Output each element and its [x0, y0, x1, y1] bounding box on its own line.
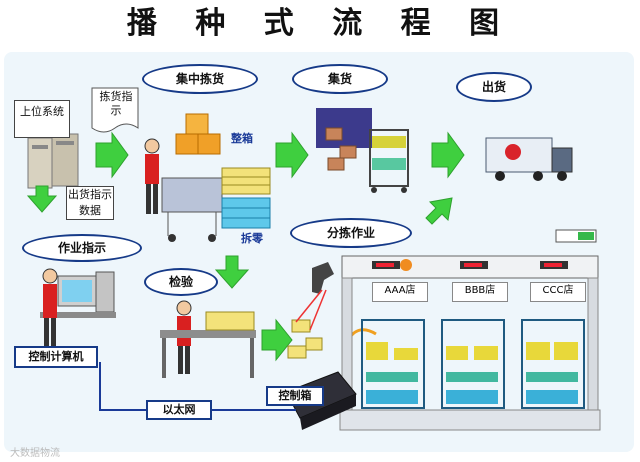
stage-work-instruction: 作业指示	[22, 234, 142, 262]
stage-shipping: 出货	[456, 72, 532, 102]
server-icon	[27, 133, 79, 189]
worker-icon	[144, 138, 160, 214]
roll-cart-icon	[369, 129, 409, 193]
put-wall-icon	[339, 255, 601, 431]
document-icon	[91, 87, 139, 133]
arrow-right-icon	[261, 318, 293, 362]
arrow-down-icon	[26, 185, 58, 213]
full-case-boxes-icon	[175, 113, 221, 155]
label-shipping-instruction-data: 出货指示数据	[66, 186, 114, 220]
barcode-scanner-icon	[295, 262, 334, 331]
picking-cart-icon	[161, 177, 223, 242]
dark-background-block	[316, 108, 372, 148]
yellow-case-stack-icon	[221, 167, 271, 195]
stage-inspection: 检验	[144, 268, 218, 296]
label-split-case: 拆零	[241, 232, 263, 245]
arrow-down-icon	[214, 255, 250, 289]
battery-indicator-icon	[555, 229, 597, 243]
label-picking-instruction: 拣货指示	[99, 90, 133, 117]
computer-workstation-icon	[40, 271, 116, 318]
label-upper-system: 上位系统	[14, 100, 70, 138]
store-label-ccc: CCC店	[530, 282, 586, 302]
store-label-bbb: BBB店	[452, 282, 508, 302]
network-line	[99, 362, 296, 411]
delivery-truck-icon	[485, 137, 573, 181]
watermark-left: 大数据物流	[10, 448, 60, 459]
split-case-stack-icon	[221, 197, 271, 229]
stage-sorting-work: 分拣作业	[290, 218, 412, 248]
arrow-right-icon	[95, 131, 129, 179]
operator-icon	[42, 268, 58, 348]
inspection-table-icon	[160, 311, 256, 378]
label-ethernet: 以太网	[146, 400, 212, 420]
stage-consolidation: 集货	[292, 64, 388, 94]
label-full-case: 整箱	[231, 132, 253, 145]
parcels-icon	[325, 127, 357, 171]
diagram-title: 播 种 式 流 程 图	[126, 6, 514, 41]
store-label-aaa: AAA店	[372, 282, 428, 302]
small-boxes-icon	[287, 319, 323, 359]
arrow-right-icon	[275, 131, 309, 179]
label-control-computer: 控制计算机	[14, 346, 98, 368]
arrow-up-right-icon	[425, 197, 453, 225]
label-control-box: 控制箱	[266, 386, 324, 406]
stage-central-picking: 集中拣货	[142, 64, 258, 94]
arrow-right-icon	[431, 131, 465, 179]
